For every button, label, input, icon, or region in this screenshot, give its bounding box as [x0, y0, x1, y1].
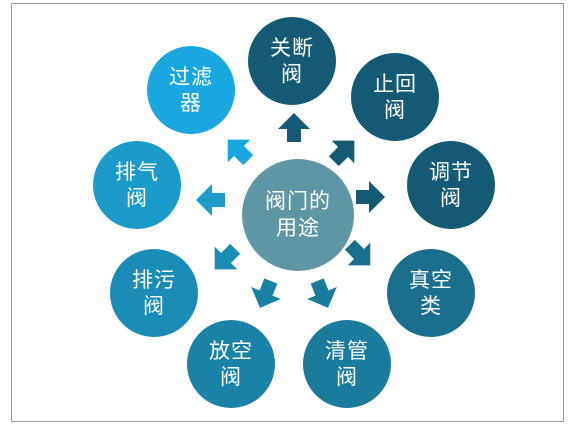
node-label: 放空 阀	[209, 339, 253, 389]
arrow-icon	[356, 181, 385, 213]
node-vent-valve: 放空 阀	[187, 320, 275, 408]
node-label: 排污 阀	[132, 268, 176, 318]
arrow-icon	[251, 278, 281, 308]
node-label: 真空 类	[409, 268, 453, 318]
arrow-icon	[196, 184, 225, 216]
node-label: 排气 阀	[115, 160, 159, 210]
node-label: 止回 阀	[373, 72, 417, 122]
node-exhaust-valve: 排气 阀	[93, 141, 181, 229]
node-drain-valve: 排污 阀	[110, 249, 198, 337]
node-filter: 过滤 器	[147, 46, 235, 134]
node-label: 关断 阀	[270, 36, 314, 86]
node-regulating-valve: 调节 阀	[407, 141, 495, 229]
arrow-icon	[278, 113, 310, 142]
node-vacuum: 真空 类	[387, 249, 475, 337]
node-check-valve: 止回 阀	[351, 53, 439, 141]
node-shutoff-valve: 关断 阀	[248, 17, 336, 105]
node-label: 清管 阀	[325, 339, 369, 389]
center-circle: 阀门的 用途	[242, 159, 354, 271]
arrow-icon	[214, 243, 241, 270]
arrow-icon	[307, 278, 337, 308]
node-pigging-valve: 清管 阀	[303, 320, 391, 408]
arrow-icon	[227, 139, 254, 166]
center-label: 阀门的 用途	[265, 189, 331, 240]
node-label: 过滤 器	[169, 65, 213, 115]
node-label: 调节 阀	[429, 160, 473, 210]
arrow-icon	[328, 140, 355, 167]
arrow-icon	[344, 239, 371, 266]
